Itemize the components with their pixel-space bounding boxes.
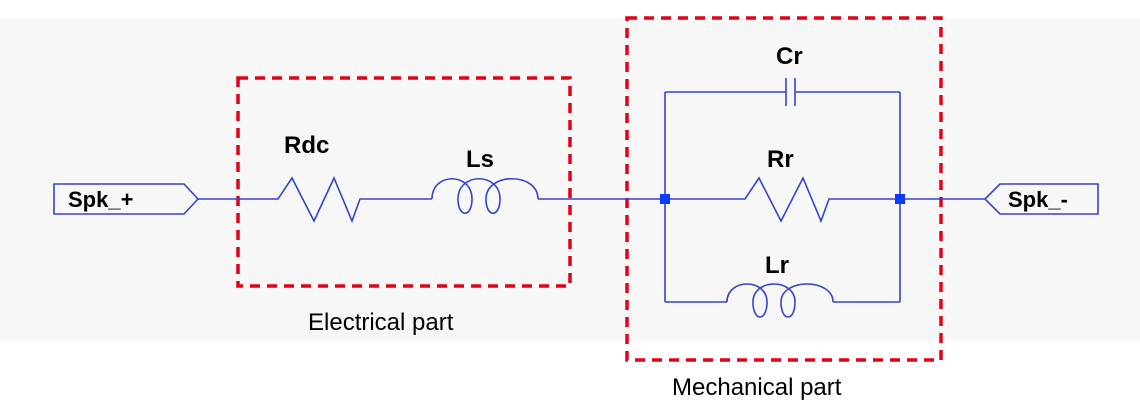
- electrical-part-caption: Electrical part: [308, 309, 454, 336]
- inductor-ls: [431, 177, 539, 215]
- port-spk-minus: [983, 183, 1099, 215]
- label-ls: Ls: [466, 146, 494, 173]
- label-rr: Rr: [767, 146, 794, 173]
- mechanical-part-box: [625, 16, 943, 362]
- inductor-lr: [726, 283, 834, 318]
- label-lr: Lr: [765, 252, 789, 279]
- port-spk-plus: [53, 183, 200, 215]
- resistor-rr: [665, 176, 900, 224]
- port-label-right: Spk_-: [1008, 187, 1068, 212]
- label-cr: Cr: [776, 43, 803, 70]
- junction-node-left: [660, 194, 670, 204]
- mechanical-part-caption: Mechanical part: [672, 374, 842, 401]
- resistor-rdc: [270, 176, 432, 224]
- label-rdc: Rdc: [284, 132, 329, 159]
- port-label-left: Spk_+: [68, 187, 133, 212]
- junction-node-right: [895, 194, 905, 204]
- electrical-part-box: [236, 76, 572, 288]
